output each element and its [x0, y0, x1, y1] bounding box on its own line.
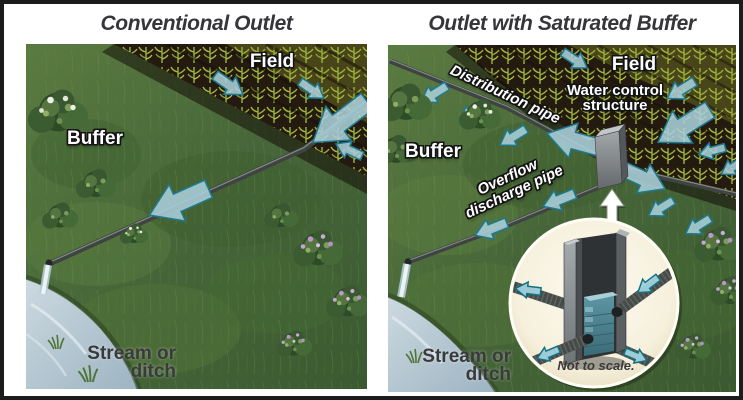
- water-control-structure: [594, 123, 629, 190]
- field-label: Field: [611, 54, 657, 75]
- conventional-outlet-art: [26, 44, 367, 389]
- corn-field: [102, 44, 367, 194]
- field-edge-shadow: [102, 44, 367, 194]
- stream: [26, 274, 142, 389]
- stream-bank: [26, 274, 142, 389]
- pipe-outlet: [45, 259, 53, 267]
- field-label: Field: [249, 51, 295, 72]
- buffer-label: Buffer: [405, 141, 461, 162]
- pipe-outlet: [404, 258, 412, 266]
- water-control-structure-label: Water control structure: [566, 82, 664, 114]
- inset-detail-circle: Not to scale.: [508, 217, 682, 391]
- stream: [388, 292, 500, 392]
- conventional-outlet-illustration: Field Buffer Stream or ditch: [26, 44, 367, 389]
- saturated-buffer-art: Not to scale.: [388, 45, 736, 392]
- stream-bank: [388, 292, 500, 392]
- inset-note: Not to scale.: [557, 358, 634, 373]
- field-edge-shadow: [446, 45, 736, 211]
- buffer-label: Buffer: [67, 128, 123, 149]
- corn-field: [446, 45, 736, 211]
- left-panel-title: Conventional Outlet: [100, 12, 293, 35]
- saturated-buffer-illustration: Not to scale. Field Buffer Water control…: [388, 45, 736, 392]
- stream-label: Stream or ditch: [422, 346, 511, 385]
- stream-label: Stream or ditch: [87, 343, 176, 382]
- right-panel-title: Outlet with Saturated Buffer: [428, 12, 696, 35]
